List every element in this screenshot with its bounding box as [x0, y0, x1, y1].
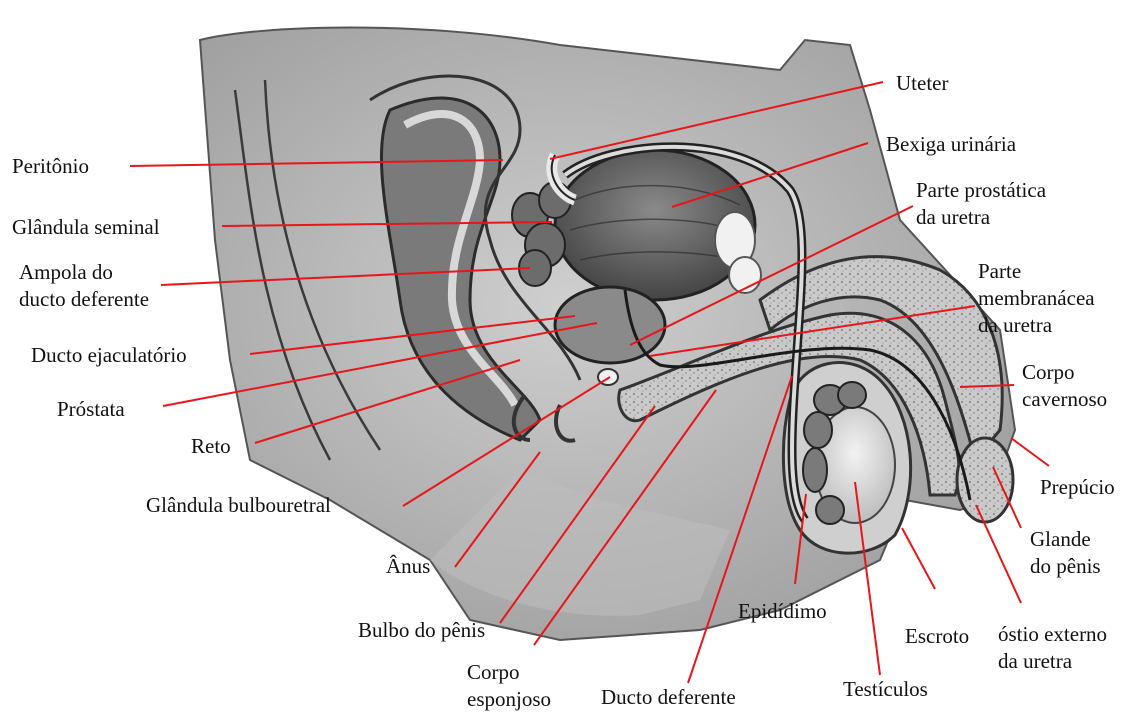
label-prostatic-urethra-line1: Parte prostática	[916, 177, 1046, 204]
label-corpus-spongiosum-line2: esponjoso	[467, 686, 551, 713]
label-external-orifice-line2: da uretra	[998, 648, 1107, 675]
label-prostatic-urethra: Parte prostática da uretra	[916, 177, 1046, 231]
label-ejaculatory-duct: Ducto ejaculatório	[31, 342, 187, 368]
label-membranous-urethra-line3: da uretra	[978, 312, 1095, 339]
label-epididymis: Epidídimo	[738, 598, 827, 624]
label-prostatic-urethra-line2: da uretra	[916, 204, 1046, 231]
label-membranous-urethra: Parte membranácea da uretra	[978, 258, 1095, 339]
label-scrotum: Escroto	[905, 623, 969, 649]
label-corpus-cavernosum-line1: Corpo	[1022, 359, 1107, 386]
label-prepuce: Prepúcio	[1040, 474, 1115, 500]
label-ampulla: Ampola do ducto deferente	[19, 259, 149, 313]
label-membranous-urethra-line2: membranácea	[978, 285, 1095, 312]
label-ureter: Uteter	[896, 70, 948, 96]
label-glans: Glande do pênis	[1030, 526, 1101, 580]
label-ampulla-line1: Ampola do	[19, 259, 149, 286]
label-ampulla-line2: ducto deferente	[19, 286, 149, 313]
label-glans-line2: do pênis	[1030, 553, 1101, 580]
leader-external-orifice	[976, 505, 1021, 603]
label-peritoneum: Peritônio	[12, 153, 89, 179]
label-external-orifice-line1: óstio externo	[998, 621, 1107, 648]
label-seminal-gland: Glândula seminal	[12, 214, 160, 240]
label-membranous-urethra-line1: Parte	[978, 258, 1095, 285]
leader-scrotum	[902, 528, 935, 589]
label-vas-deferens: Ducto deferente	[601, 684, 736, 710]
label-bulbourethral-gland: Glândula bulbouretral	[146, 492, 331, 518]
leader-prepuce	[1011, 438, 1049, 466]
label-bladder: Bexiga urinária	[886, 131, 1016, 157]
label-glans-line1: Glande	[1030, 526, 1101, 553]
label-anus: Ânus	[386, 553, 430, 579]
label-corpus-cavernosum-line2: cavernoso	[1022, 386, 1107, 413]
label-rectum: Reto	[191, 433, 231, 459]
prostate-shape	[555, 287, 665, 363]
label-corpus-cavernosum: Corpo cavernoso	[1022, 359, 1107, 413]
label-external-orifice: óstio externo da uretra	[998, 621, 1107, 675]
label-corpus-spongiosum: Corpo esponjoso	[467, 659, 551, 713]
label-corpus-spongiosum-line1: Corpo	[467, 659, 551, 686]
label-prostate: Próstata	[57, 396, 125, 422]
label-testes: Testículos	[843, 676, 928, 702]
label-penile-bulb: Bulbo do pênis	[358, 617, 485, 643]
